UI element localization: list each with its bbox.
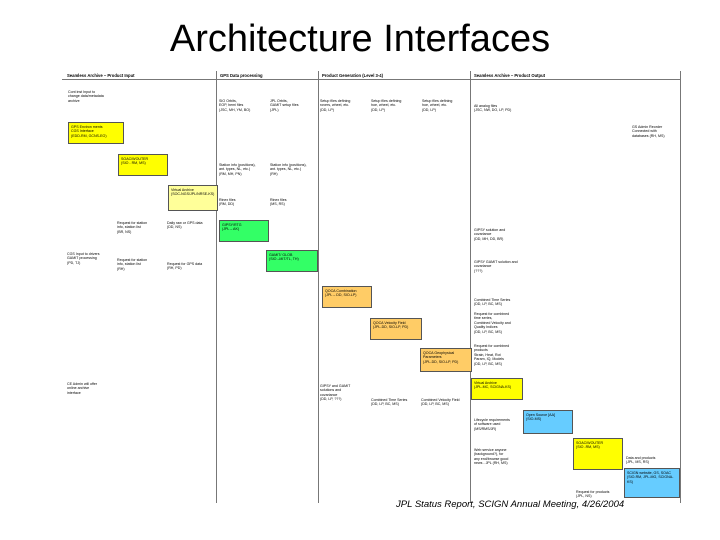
column-header-output: Seamless Archive – Product Output [474,73,546,78]
cgs-gamit-input-label: CGS Input to drivers GAMIT processing (P… [67,252,100,265]
soac-wouter-top-box: SOAC/WOUTER (SIO - RM, MS) [118,154,168,176]
virtual-archive-top-box: Virtual Archive (SOC-NGS/JPL/NRSE-KS) [168,185,218,211]
column-divider-2 [318,71,319,503]
setup-hoe-label: Setup files defining hoe, wheel, etc. (D… [371,99,402,112]
analog-files-label: All analog files (JSC, NW, DO, LP, PD) [474,104,512,113]
setup-rover-label: Setup files defining rovers, wheel, etc.… [320,99,351,112]
request-gps-label: Request for GPS data (RH, PD) [167,262,203,271]
combined-velocity-label: Combined Velocity Field (DD, LP, BC, MS) [421,398,460,407]
soac-wouter-bottom-box: SOAC/WOUTER (SIO -RM, MS) [573,438,623,470]
gipsy-gamit-hint-label: GIPSY GAMIT solution and covariance (???… [474,260,518,273]
request-combined2-label: Request for combined products Strain, He… [474,344,510,366]
request-station-label: Request for station info, station list (… [117,221,148,234]
request-products-label: Request for products (JPL, NS) [576,490,610,499]
gamit-glob-box: GAMIT/ GLOB (SIO –MIT/TL, TH) [266,250,318,272]
cont-input-label: Cont inst Input to change data/metadata … [68,90,104,103]
station-info2-label: Station info (positions), ant. types, NL… [270,163,307,176]
station-info-label: Station info (positions), ant. types, NL… [219,163,256,176]
rinex-files2-label: Rinex files (MS, RS) [270,198,287,207]
qoca-geophysical-box: QOCA Geophysical Parameters (JPL-DD, SIO… [420,348,472,372]
request-combined-label: Request for combined time series, Combin… [474,312,511,334]
column-header-input: Seamless Archive – Product Input [67,73,135,78]
footer-text: JPL Status Report, SCIGN Annual Meeting,… [396,499,625,510]
open-source-box: Open Source [AA] (SIO-MS) [523,410,573,434]
column-header-gps: GPS Data processing [220,73,263,78]
web-service-label: Web service anyone (background?), for an… [474,448,509,466]
gipsy-rtg-box: GIPSY/RTG (JPL – AK) [219,220,269,242]
gps-environments-box: GPS Environ ments CGS Interface (EDD-RM,… [68,122,124,144]
column-divider-3 [470,71,471,503]
ce-admin-label: CE Admin will offer online archive inter… [67,382,98,395]
setup-hoe2-label: Setup files defining hoe, wheel, etc. (D… [422,99,453,112]
virtual-archive-bottom-box: Virtual Archive (JPL-MC, SCIGNA-KS) [471,378,523,400]
qoca-combination-box: QOCA Combination (JPL – DD, SIO-LP) [322,286,372,308]
column-header-product-gen: Product Generation (Level 3-4) [322,73,383,78]
rinex-files-label: Rinex files (RM, DD) [219,198,236,207]
header-rule [62,79,680,80]
slide-title: Architecture Interfaces [169,18,551,60]
gs-admin-label: GS Admin Reorder Connected with database… [632,125,665,138]
gipsy-solution-label: GIPSY solution and covariance (DD, MH, D… [474,228,506,241]
data-products-label: Data and products (JPL, MS, RS) [626,456,656,465]
jpl-orbits-label: JPL Orbits, GAMIT setup files (JPL) [270,99,299,112]
combined-ts2-label: Combined Time Series (DD, LP, BC, MS) [371,398,408,407]
combined-ts-label: Combined Time Series (DD, LP, BC, MS) [474,298,511,307]
qoca-velocity-box: QOCA Velocity Field (JPL-DD, SIO-LP, PD) [370,318,422,340]
daily-gps-label: Daily raw or GPS data (DD, NS) [167,221,203,230]
gipsy-gamit-solutions-label: GIPSY and GAMIT solutions and covariance… [320,384,351,402]
right-border [680,71,681,503]
scign-website-box: SCIGN website, GS, SOAC (SIO-RM, JPL-MG,… [624,468,680,498]
sio-orbits-label: SIO Orbits, EOP, hemi files (JSC, MH, YM… [219,99,251,112]
request-station2-label: Request for station info, station list (… [117,258,148,271]
lifecycle-req-label: Lifecycle requirements of software used … [474,418,510,431]
column-divider-1 [216,71,217,503]
